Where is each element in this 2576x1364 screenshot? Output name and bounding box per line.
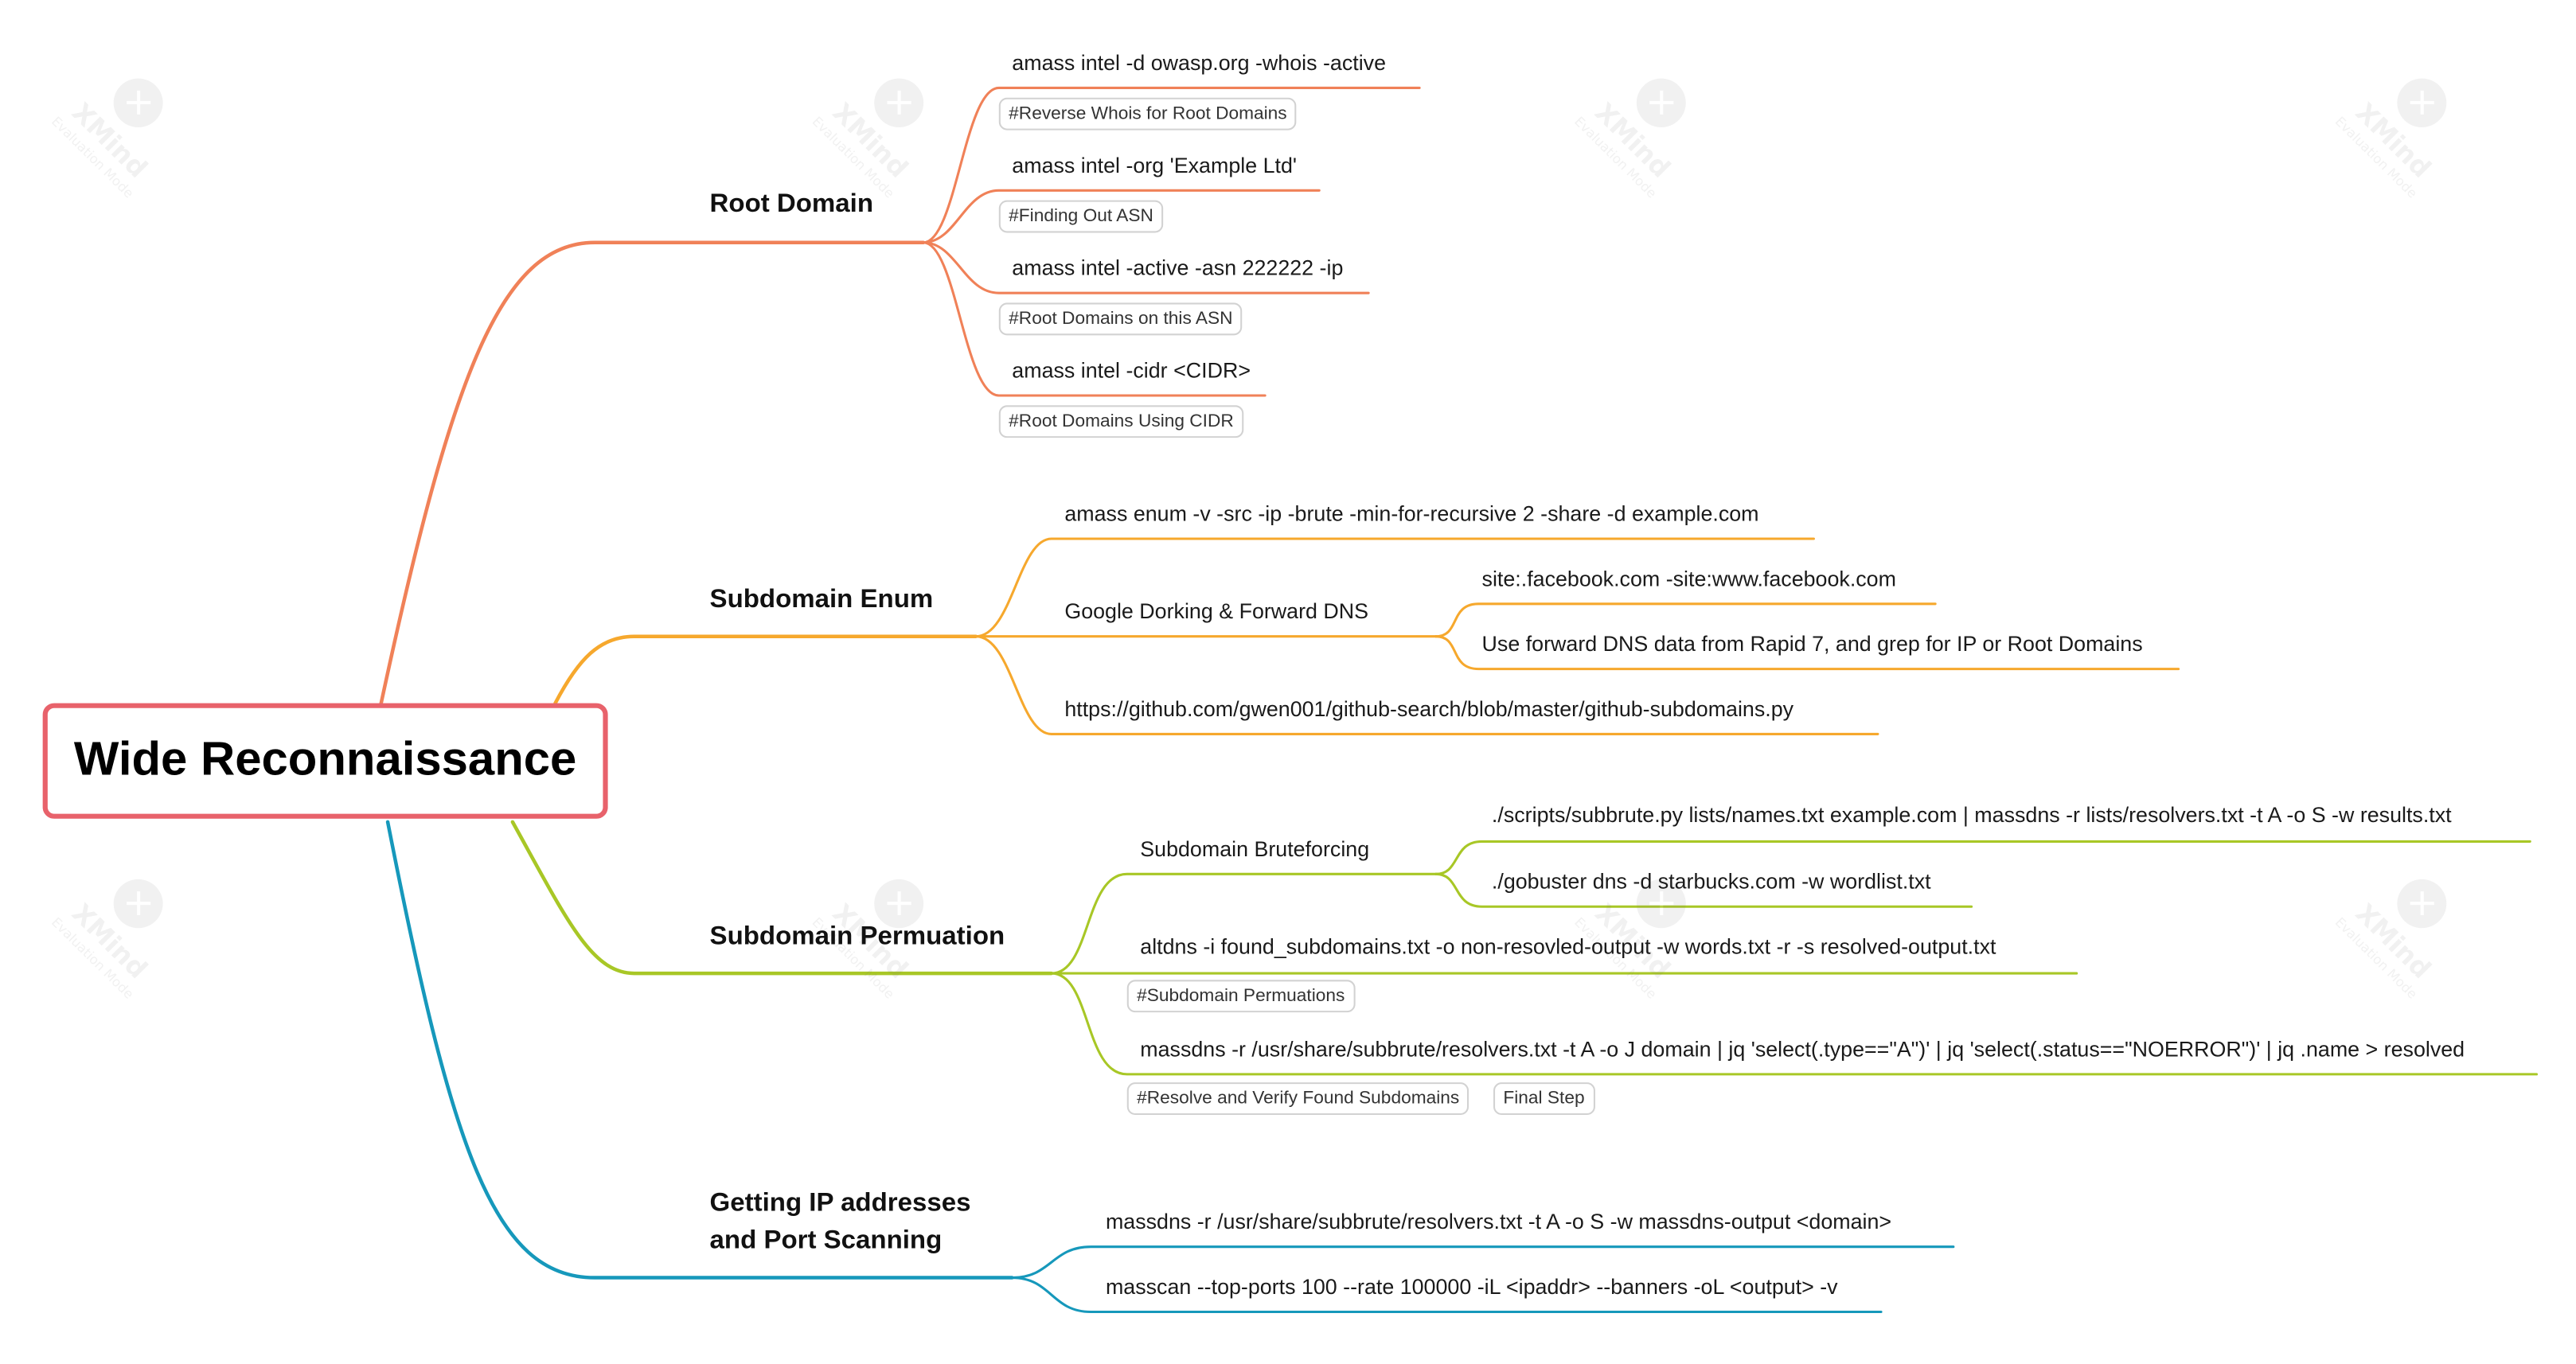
root-domain-subconnectors	[922, 86, 1421, 397]
topic-massdns-resolve[interactable]: massdns -r /usr/share/subbrute/resolvers…	[1140, 1036, 2465, 1062]
root-domain-connector	[379, 240, 926, 705]
central-topic-label: Wide Reconnaissance	[73, 734, 577, 786]
branch-subdomain-enum[interactable]: Subdomain Enum	[709, 586, 934, 614]
branch-title-line: Getting IP addresses	[709, 1190, 971, 1218]
topic-amass-intel-asn[interactable]: amass intel -active -asn 222222 -ip	[1012, 255, 1344, 280]
subtopic-gobuster[interactable]: ./gobuster dns -d starbucks.com -w wordl…	[1491, 869, 1931, 894]
topic-altdns[interactable]: altdns -i found_subdomains.txt -o non-re…	[1140, 934, 1996, 959]
subtopic-site-search[interactable]: site:.facebook.com -site:www.facebook.co…	[1481, 566, 1896, 591]
topic-amass-intel-cidr[interactable]: amass intel -cidr <CIDR>	[1012, 357, 1251, 383]
topic-amass-enum[interactable]: amass enum -v -src -ip -brute -min-for-r…	[1064, 501, 1759, 526]
subdomain-permutation-connector	[510, 820, 1054, 976]
branch-root-domain[interactable]: Root Domain	[709, 190, 874, 219]
subdomain-permutation-subconnectors	[1050, 840, 2539, 1076]
topic-amass-intel-whois[interactable]: amass intel -d owasp.org -whois -active	[1012, 50, 1387, 76]
topic-label: #Finding Out ASN	[998, 200, 1164, 233]
topic-subdomain-bruteforcing[interactable]: Subdomain Bruteforcing	[1140, 836, 1370, 861]
branch-ip-port-scanning[interactable]: Getting IP addresses and Port Scanning	[710, 1185, 971, 1260]
topic-amass-intel-org[interactable]: amass intel -org 'Example Ltd'	[1012, 153, 1298, 177]
ip-port-scanning-subconnectors	[1010, 1245, 1955, 1314]
subdomain-enum-subconnectors	[974, 537, 2180, 735]
topic-label: #Root Domains Using CIDR	[998, 405, 1244, 438]
branch-subdomain-permutation[interactable]: Subdomain Permuation	[709, 922, 1005, 951]
topic-label: #Resolve and Verify Found Subdomains	[1126, 1082, 1469, 1116]
ip-port-scanning-connector	[385, 820, 1014, 1280]
topic-masscan[interactable]: masscan --top-ports 100 --rate 100000 -i…	[1105, 1274, 1838, 1300]
topic-label: #Root Domains on this ASN	[998, 302, 1243, 336]
topic-github-subdomains-link[interactable]: https://github.com/gwen001/github-search…	[1064, 696, 1794, 722]
central-topic[interactable]: Wide Reconnaissance	[42, 703, 608, 819]
topic-label: #Reverse Whois for Root Domains	[998, 97, 1298, 131]
topic-massdns-output[interactable]: massdns -r /usr/share/subbrute/resolvers…	[1105, 1209, 1892, 1234]
subtopic-subbrute[interactable]: ./scripts/subbrute.py lists/names.txt ex…	[1491, 802, 2452, 828]
topic-google-dorking[interactable]: Google Dorking & Forward DNS	[1064, 598, 1369, 624]
subdomain-enum-connector	[553, 634, 978, 705]
topic-label: #Subdomain Permuations	[1126, 980, 1355, 1013]
subtopic-forward-dns[interactable]: Use forward DNS data from Rapid 7, and g…	[1481, 631, 2143, 657]
topic-label: Final Step	[1493, 1082, 1594, 1116]
branch-title-line: and Port Scanning	[709, 1227, 943, 1255]
